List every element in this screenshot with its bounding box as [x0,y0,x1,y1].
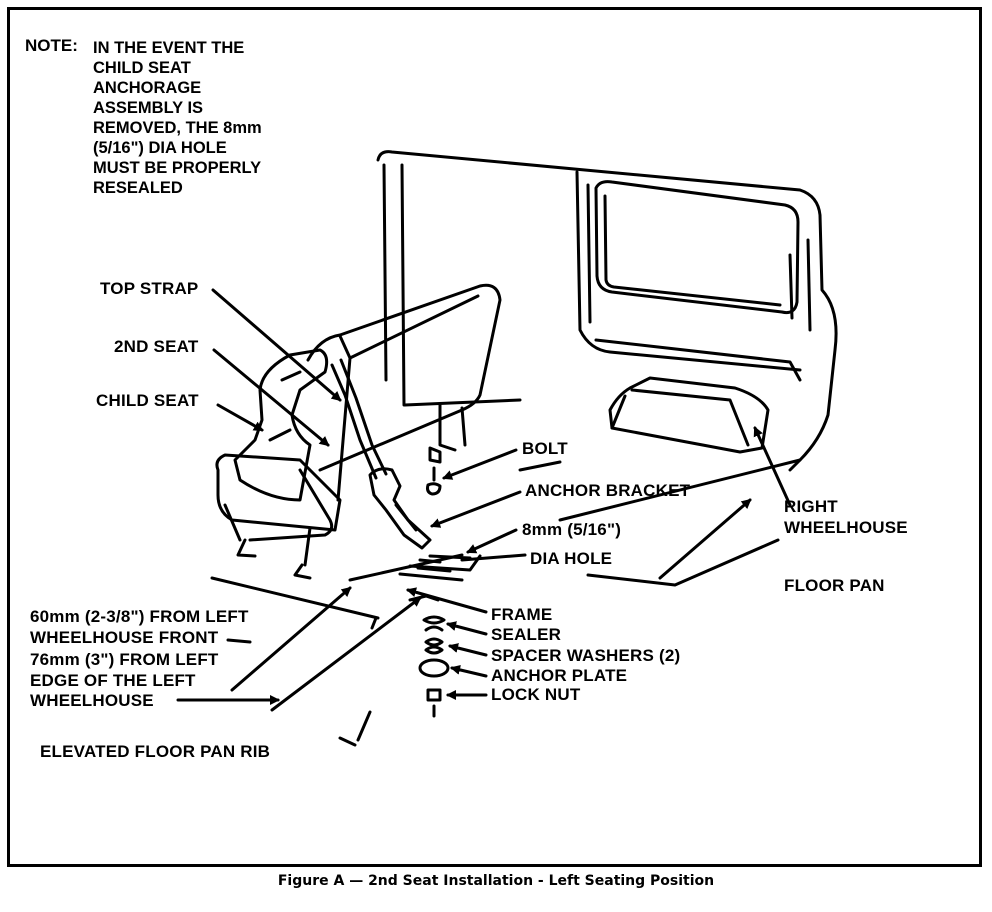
label-right-wheelhouse-2: WHEELHOUSE [784,518,908,537]
hole-leader [466,528,518,554]
frame-leader [406,587,488,614]
note-label: NOTE: [25,36,78,55]
van-window [594,180,800,314]
label-floor-pan-rib: ELEVATED FLOOR PAN RIB [40,742,271,761]
child-seat [233,348,329,502]
sealer-leader [446,621,488,636]
spacer-washer-shape [424,637,444,655]
floor-pan-rib [210,553,482,620]
label-floor-pan: FLOOR PAN [784,576,885,595]
note-line-5: REMOVED, THE 8mm [93,119,262,137]
anchor-bracket-shape [368,467,432,550]
label-hole-size: 8mm (5/16") [522,520,622,539]
label-anchor-plate: ANCHOR PLATE [491,666,628,685]
label-dist-5: WHEELHOUSE [30,691,154,710]
top-strap-leader [211,288,342,402]
anchor-plate-leader [450,664,488,678]
van-body-outline [376,150,838,472]
second-seat-cushion [215,453,342,532]
label-dist-3: 76mm (3") FROM LEFT [30,650,219,669]
bolt-shape [426,446,442,496]
note-line-8: RESEALED [93,179,183,197]
note-must: MUST [93,159,140,177]
bolt-leader [442,448,518,480]
sealer-shape [422,615,446,632]
label-dist-1: 60mm (2-3/8") FROM LEFT [30,607,249,626]
second-seat-back [306,283,502,472]
note-line-7: MUST BE PROPERLY [93,158,261,178]
label-dist-4: EDGE OF THE LEFT [30,671,196,690]
label-right-wheelhouse-1: RIGHT [784,497,838,516]
label-dist-2: WHEELHOUSE FRONT [30,628,219,647]
anchor-plate-shape [418,658,450,678]
note-line-6: (5/16") DIA HOLE [93,139,227,157]
anchor-bracket-leader [430,490,522,528]
floor-pan-leader [586,538,780,587]
note-line-3: ANCHORAGE [93,79,202,97]
note-line-4: ASSEMBLY IS [93,99,204,117]
right-wheelhouse-leader [753,426,792,507]
note-must-rest: BE PROPERLY [144,159,262,177]
label-bolt: BOLT [522,439,568,458]
figure-caption: Figure A — 2nd Seat Installation - Left … [277,873,715,889]
label-frame: FRAME [491,605,553,624]
label-anchor-bracket: ANCHOR BRACKET [525,481,691,500]
side-door [575,170,802,372]
label-sealer: SEALER [491,625,562,644]
label-second-seat: 2ND SEAT [114,337,199,356]
label-dia-hole: DIA HOLE [530,549,613,568]
figure-frame [7,7,982,867]
note-line-2: CHILD SEAT [93,59,191,77]
top-strap [330,363,378,480]
note-line-1: IN THE EVENT THE [93,39,245,57]
lock-nut-shape [426,688,442,718]
dist-1-leader [230,586,352,692]
child-seat-leader [216,403,264,432]
right-wheelhouse [608,376,770,454]
dist-2-leader [270,596,422,712]
label-lock-nut: LOCK NUT [491,685,581,704]
label-top-strap: TOP STRAP [100,279,199,298]
label-spacer-washers: SPACER WASHERS (2) [491,646,681,665]
second-seat-leader [212,348,330,447]
spacer-leader [448,643,488,657]
dia-hole-leader [460,553,527,562]
label-child-seat: CHILD SEAT [96,391,199,410]
